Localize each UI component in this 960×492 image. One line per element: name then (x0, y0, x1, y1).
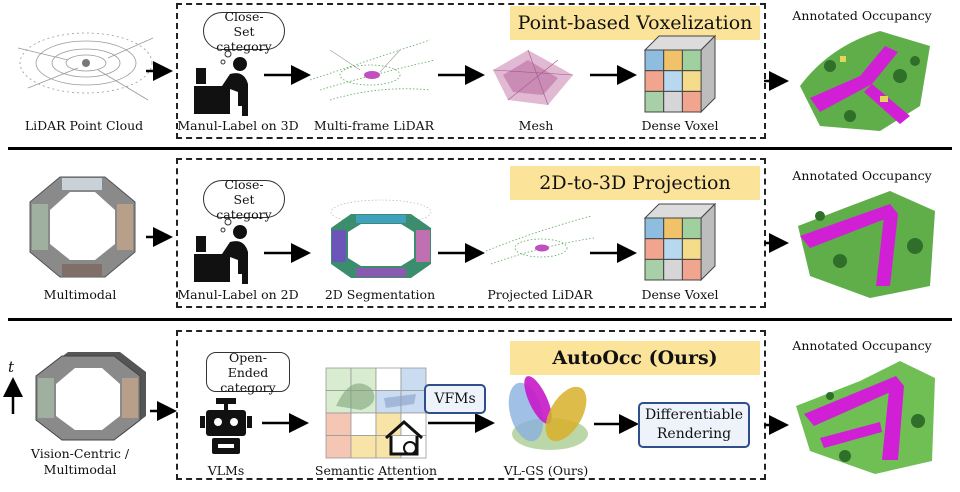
arrow-row3-a (262, 413, 309, 433)
pipeline-box-row1 (176, 3, 766, 139)
output-label-row1: Annotated Occupancy (792, 8, 932, 23)
banner-row2: 2D-to-3D Projection (510, 166, 760, 200)
arrow-row2-in (146, 227, 173, 247)
step-label-row1-2: Multi-frame LiDAR (313, 118, 435, 133)
open-ended-bubble: Open-Ended category (206, 350, 290, 395)
pipeline-box-row3 (176, 330, 766, 480)
time-axis-arrow-icon (2, 377, 23, 414)
arrow-row3-in (150, 401, 177, 421)
step-label-row2-1: Manul-Label on 2D (177, 287, 299, 302)
dense-voxel-cube-icon-row2 (643, 202, 717, 282)
step-label-row3-2: Semantic Attention (314, 463, 438, 478)
arrow-row2-c (590, 243, 637, 263)
input-label-row3: Vision-Centric / Multimodal (30, 446, 130, 477)
arrow-row2-out (764, 233, 789, 253)
input-label-row2: Multimodal (43, 287, 117, 302)
arrow-row2-b (438, 243, 485, 263)
arrow-row1-out (764, 71, 789, 91)
thought-dots-icon-row2 (220, 218, 232, 233)
input-label-row1: LiDAR Point Cloud (24, 118, 144, 133)
annotated-occupancy-map-row1 (800, 31, 930, 131)
robot-vlm-icon (200, 398, 252, 454)
step-label-row3-1: VLMs (207, 463, 245, 478)
banner-row3: AutoOcc (Ours) (510, 341, 760, 375)
close-set-cloud-row1: Close-Set category (203, 9, 285, 54)
arrow-row2-a (264, 243, 311, 263)
step-label-row2-4: Dense Voxel (641, 287, 719, 302)
dense-voxel-cube-icon (643, 34, 717, 114)
multimodal-camera-ring-image (29, 176, 136, 278)
projected-lidar-image (485, 215, 595, 265)
step-label-row1-1: Manul-Label on 3D (177, 118, 299, 133)
time-axis-label: t (8, 358, 15, 376)
annotator-at-desk-icon-row2 (194, 225, 248, 284)
lidar-point-cloud-image (17, 32, 154, 101)
arrow-row3-b (428, 413, 495, 433)
annotator-at-desk-icon (194, 57, 248, 116)
arrow-row1-a (264, 65, 311, 85)
arrow-row1-b (438, 65, 485, 85)
arrow-row3-c (594, 414, 639, 434)
multi-frame-lidar-image (309, 39, 436, 101)
annotated-occupancy-map-row3 (796, 361, 935, 474)
step-label-row1-4: Dense Voxel (641, 118, 719, 133)
step-label-row2-2: 2D Segmentation (324, 287, 436, 302)
step-label-row2-3: Projected LiDAR (487, 287, 593, 302)
mesh-image (492, 49, 574, 106)
divider-1 (8, 147, 952, 150)
house-refresh-icon (385, 419, 423, 456)
vision-centric-camera-stack-image (35, 352, 146, 441)
arrow-row1-c (590, 65, 637, 85)
vl-gs-gaussians-image (508, 376, 588, 450)
arrow-row3-out (764, 415, 789, 435)
2d-segmentation-ring-image (330, 199, 432, 278)
annotated-occupancy-map-row2 (798, 191, 935, 298)
pipeline-box-row2 (176, 158, 766, 308)
output-label-row2: Annotated Occupancy (792, 168, 932, 183)
step-label-row1-3: Mesh (518, 118, 554, 133)
banner-row1: Point-based Voxelization (510, 6, 760, 40)
thought-dots-icon (220, 50, 232, 65)
vfms-box: VFMs (424, 384, 486, 414)
step-label-row3-3: VL-GS (Ours) (503, 463, 589, 478)
arrow-row1-in (146, 61, 173, 81)
close-set-cloud-row2: Close-Set category (203, 177, 285, 222)
output-label-row3: Annotated Occupancy (792, 338, 932, 353)
divider-2 (8, 318, 952, 321)
differentiable-rendering-box: Differentiable Rendering (638, 402, 750, 448)
